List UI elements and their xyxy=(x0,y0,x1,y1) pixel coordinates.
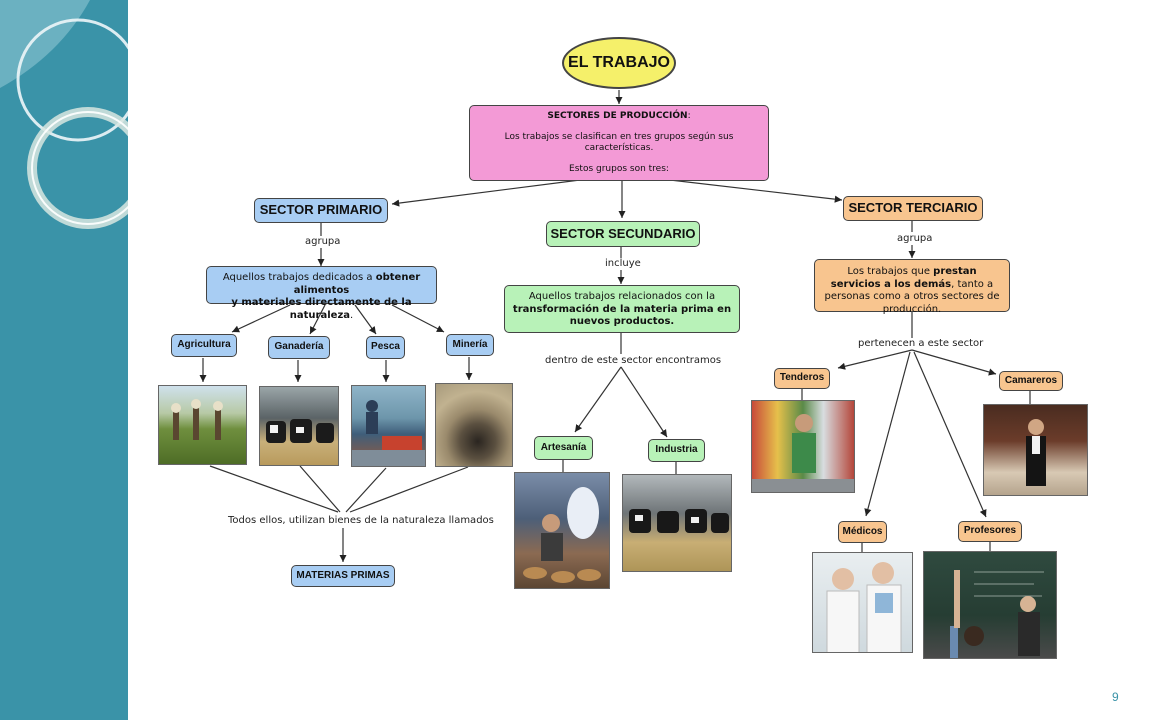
page-number: 9 xyxy=(1112,690,1119,704)
primario-desc-end: . xyxy=(350,309,354,321)
primario-bottom-link: Todos ellos, utilizan bienes de la natur… xyxy=(228,515,494,526)
title-text: EL TRABAJO xyxy=(568,54,670,71)
artesania-photo xyxy=(514,472,610,589)
secundario-link-label: incluye xyxy=(605,258,641,269)
sector-primario-node: SECTOR PRIMARIO xyxy=(254,198,388,223)
item-ganaderia: Ganadería xyxy=(268,336,330,359)
secundario-description: Aquellos trabajos relacionados con la tr… xyxy=(504,285,740,333)
sidebar-rings-decoration xyxy=(0,0,128,229)
terciario-link-label: agrupa xyxy=(897,233,933,244)
sectores-line2: Estos grupos son tres: xyxy=(569,164,669,175)
primario-desc-text: Aquellos trabajos dedicados a xyxy=(222,272,376,283)
title-node: EL TRABAJO xyxy=(562,37,676,89)
materias-primas-node: MATERIAS PRIMAS xyxy=(291,565,395,587)
primario-description: Aquellos trabajos dedicados a obtener al… xyxy=(206,266,437,321)
terciario-link2: pertenecen a este sector xyxy=(858,338,984,349)
item-tenderos: Tenderos xyxy=(774,368,830,389)
agricultura-photo xyxy=(158,385,247,465)
terciario-desc-text: Los trabajos que xyxy=(847,266,934,277)
item-mineria: Minería xyxy=(446,334,494,356)
industria-photo xyxy=(622,474,732,572)
item-profesores: Profesores xyxy=(958,521,1022,542)
sectores-heading: SECTORES DE PRODUCCIÓN xyxy=(547,110,688,121)
sector-terciario-node: SECTOR TERCIARIO xyxy=(843,196,983,221)
sector-secundario-node: SECTOR SECUNDARIO xyxy=(546,221,700,247)
item-artesania: Artesanía xyxy=(534,436,593,460)
secundario-desc-bold: transformación de la materia prima en nu… xyxy=(512,303,732,328)
item-camareros: Camareros xyxy=(999,371,1063,391)
terciario-description: Los trabajos que prestan servicios a los… xyxy=(814,259,1010,315)
sectores-produccion-box: SECTORES DE PRODUCCIÓN: Los trabajos se … xyxy=(469,105,769,181)
item-industria: Industria xyxy=(648,439,705,462)
tenderos-photo xyxy=(751,400,855,493)
pesca-photo xyxy=(351,385,426,467)
item-agricultura: Agricultura xyxy=(171,334,237,357)
heading-colon: : xyxy=(687,110,691,121)
slide-sidebar xyxy=(0,0,128,720)
mineria-photo xyxy=(435,383,513,467)
sectores-line1: Los trabajos se clasifican en tres grupo… xyxy=(504,131,734,153)
primario-desc-bold2: y materiales directamente de la naturale… xyxy=(231,297,412,321)
item-pesca: Pesca xyxy=(366,336,405,359)
profesores-photo xyxy=(923,551,1057,659)
terciario-desc-end: , tanto a personas como a otros sectores… xyxy=(824,278,1000,315)
camareros-photo xyxy=(983,404,1088,496)
medicos-photo xyxy=(812,552,913,653)
terciario-desc-bold: prestan servicios a los demás xyxy=(830,266,977,290)
ganaderia-photo xyxy=(259,386,339,466)
item-medicos: Médicos xyxy=(838,521,887,543)
secundario-desc-text: Aquellos trabajos relacionados con la xyxy=(528,291,716,302)
primario-desc-bold1: obtener alimentos xyxy=(293,272,421,296)
primario-link-label: agrupa xyxy=(305,236,341,247)
secundario-link2: dentro de este sector encontramos xyxy=(545,355,722,366)
